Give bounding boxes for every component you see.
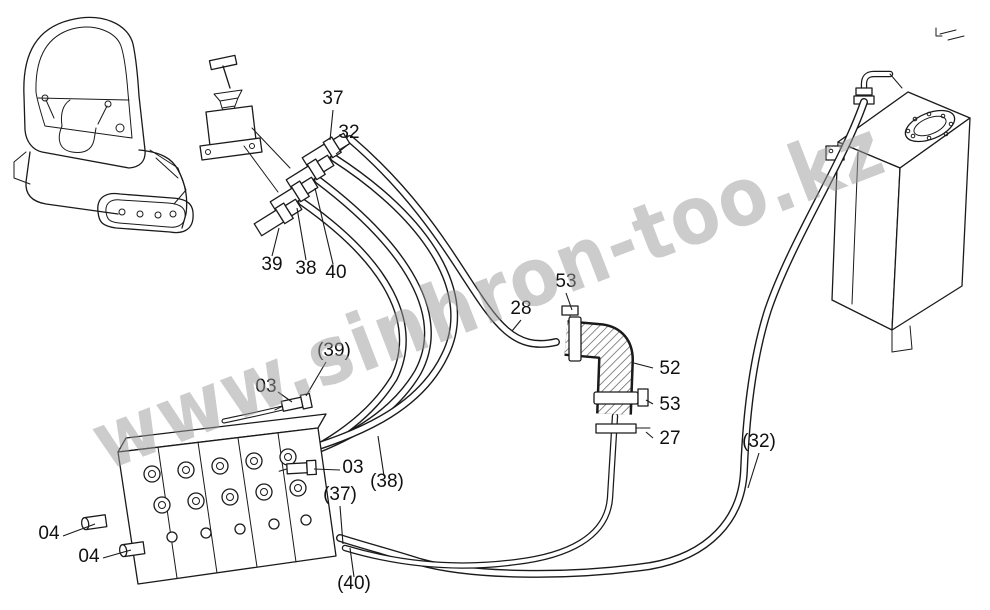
pilot-hose-37-art [296, 154, 459, 456]
leader-line [277, 391, 293, 403]
part-callout-32: 32 [338, 122, 359, 143]
part-callout-37: 37 [322, 88, 343, 109]
leader-line [305, 361, 327, 397]
part-callout-04-lower: 04 [78, 546, 100, 567]
part-callout-28: 28 [510, 298, 531, 319]
leader-line [511, 319, 522, 332]
leader-line [645, 431, 654, 439]
part-callout-40-ref: (40) [337, 573, 371, 594]
pilot-valve-art [199, 54, 291, 193]
part-callout-37-ref: (37) [323, 484, 357, 505]
tank-handle-art [935, 27, 965, 41]
leader-line [314, 187, 334, 265]
excavator-cab-art [13, 16, 194, 234]
part-callout-38-ref: (38) [370, 471, 404, 492]
callout-leaders [62, 109, 760, 578]
part-callout-38: 38 [295, 258, 316, 279]
leader-line [633, 362, 654, 369]
adapter-03-lower [278, 459, 317, 476]
part-callout-40: 40 [325, 262, 346, 283]
leader-line [296, 207, 307, 261]
leader-line [271, 227, 280, 257]
part-callout-39: 39 [261, 254, 282, 275]
part-callout-32-ref: (32) [742, 431, 776, 452]
filler-flange-art [904, 109, 956, 143]
pipe-bracket [595, 423, 651, 434]
valve-stud-lower [118, 541, 146, 558]
hose-fittings-art [253, 132, 351, 237]
part-callout-39-ref: (39) [317, 340, 351, 361]
leader-line [565, 292, 573, 311]
leader-line [339, 505, 344, 545]
leader-line [377, 435, 385, 477]
leader-line [313, 468, 341, 471]
part-callout-27: 27 [659, 428, 680, 449]
part-callout-53-lower: 53 [659, 394, 680, 415]
control-valve-art [80, 413, 337, 585]
leader-line [645, 399, 654, 405]
part-callout-53-upper: 53 [555, 271, 576, 292]
suction-elbow-art [561, 305, 651, 434]
adapter-03-upper [274, 392, 313, 412]
leader-line [747, 452, 760, 489]
part-callout-03-upper: 03 [255, 376, 276, 397]
leader-line [102, 549, 132, 559]
part-callout-04-upper: 04 [38, 523, 60, 544]
hose-28-art [346, 135, 560, 348]
leader-line [329, 109, 334, 141]
part-callout-03-lower: 03 [342, 457, 363, 478]
tank-elbow-fitting-art [853, 70, 903, 105]
leader-line [335, 143, 350, 155]
leader-line [62, 523, 96, 537]
leader-line [349, 547, 355, 578]
part-callout-52: 52 [659, 358, 680, 379]
pipe-27-art [341, 412, 619, 569]
hydraulic-tank-art [825, 27, 971, 353]
hose-clamp-upper [561, 305, 582, 362]
hose-clamp-lower [593, 388, 649, 407]
callout-labels: 37 32 39 38 40 28 53 52 53 27 (32) (39) … [38, 88, 775, 594]
